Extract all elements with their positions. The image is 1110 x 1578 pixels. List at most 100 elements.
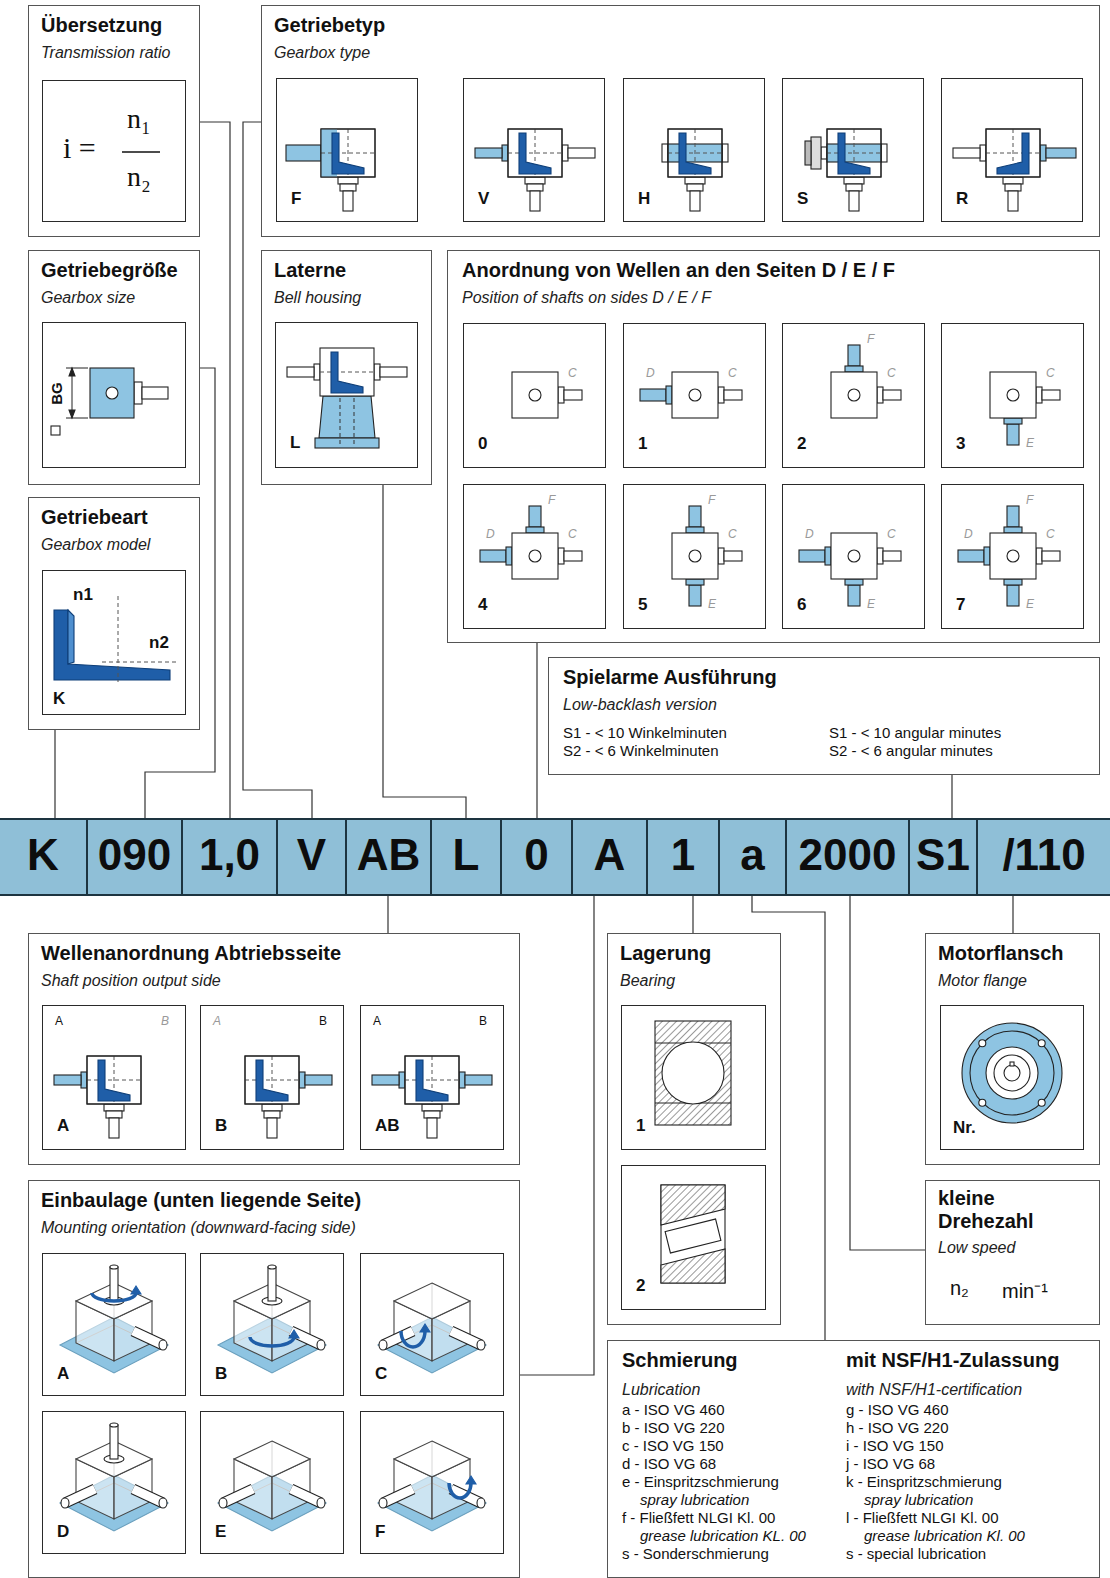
ball-bearing-icon-part <box>662 1042 724 1104</box>
option-box: L <box>275 322 418 468</box>
mounting-icon-part <box>110 1265 118 1269</box>
size-icon-part <box>66 368 88 369</box>
shaft-layout-icon-part <box>845 579 863 585</box>
code-field: S1 <box>910 818 978 896</box>
gearbox-icon-part <box>256 1060 288 1101</box>
box-label: F <box>375 1522 385 1542</box>
leader-line <box>692 896 693 933</box>
motor-flange-icon-part <box>1010 1062 1014 1066</box>
box-label: 6 <box>797 595 806 615</box>
list-item: d - ISO VG 68 <box>622 1455 716 1472</box>
gearbox-icon-part <box>527 184 543 191</box>
list-item: spray lubrication <box>864 1491 973 1508</box>
panel-subtitle: Gearbox type <box>274 44 370 62</box>
mounting-icon <box>218 1265 326 1373</box>
box-label: S <box>797 189 808 209</box>
code-field-text: K <box>0 830 86 880</box>
gearbox-icon-part <box>668 129 722 177</box>
shaft-layout-icon <box>958 506 1060 606</box>
option-box: 1 <box>621 1005 766 1150</box>
panel-heading: Laterne <box>274 259 346 282</box>
option-box: 2 <box>621 1165 766 1310</box>
gearbox-icon <box>475 129 595 211</box>
gearbox-icon-part <box>953 148 980 158</box>
shaft-layout-icon-part <box>640 389 666 401</box>
formula-text: i = <box>63 131 96 165</box>
code-field-text: L <box>432 830 500 880</box>
shaft-layout-icon-part <box>877 387 883 403</box>
bell-housing-icon-part <box>354 398 355 446</box>
panel-subtitle: Bell housing <box>274 289 361 307</box>
shaft-layout-icon-part <box>480 550 506 562</box>
mounting-icon <box>378 1283 486 1373</box>
side-letter: F <box>708 493 715 507</box>
shaft-layout-icon-part <box>686 527 704 533</box>
shaft-layout-icon-part <box>883 551 901 561</box>
leader-line <box>536 643 537 818</box>
list-item: i - ISO VG 150 <box>846 1437 944 1454</box>
gearbox-icon-part <box>459 1072 465 1088</box>
shaft-layout-icon-part <box>686 579 704 585</box>
box-label: 1 <box>636 1116 645 1136</box>
side-letter: D <box>646 366 655 380</box>
panel-subtitle: Transmission ratio <box>41 44 171 62</box>
gearbox-icon-part <box>427 1118 437 1138</box>
shaft-layout-icon-part <box>958 550 984 562</box>
shaft-layout-icon-part <box>831 533 877 579</box>
option-box: i =n₁n₂ <box>42 80 186 222</box>
code-field-text: A <box>573 830 646 880</box>
mounting-icon <box>60 1265 168 1373</box>
shaft-layout-icon-part <box>689 506 701 527</box>
shaft-layout-icon-part <box>1036 387 1042 403</box>
box-label: L <box>290 433 300 453</box>
size-icon-part <box>106 387 118 399</box>
gearbox-icon-part <box>849 191 859 211</box>
gearbox-icon-part <box>519 133 551 174</box>
option-box: DC1 <box>623 323 766 468</box>
gearbox-icon-part <box>299 1072 305 1088</box>
option-panel: ÜbersetzungTransmission ratio i =n₁n₂ <box>28 5 200 237</box>
gearbox-icon-part <box>827 129 881 177</box>
panel-subtitle: Shaft position output side <box>41 972 221 990</box>
code-field-text: V <box>278 830 345 880</box>
gearbox-icon-part <box>416 1060 448 1101</box>
code-field: V <box>278 818 347 896</box>
option-box: FDC7E <box>941 484 1084 629</box>
side-letter: E <box>867 597 875 611</box>
mounting-icon-part <box>268 1265 276 1269</box>
list-item: l - Fließfett NLGI Kl. 00 <box>846 1509 999 1526</box>
panel-heading: Motorflansch <box>938 942 1064 965</box>
gearbox-icon-part <box>87 1056 141 1104</box>
shaft-layout-icon <box>831 345 901 418</box>
panel-heading: Getriebetyp <box>274 14 385 37</box>
gearbox-icon-part <box>530 191 540 211</box>
list-item: j - ISO VG 68 <box>846 1455 935 1472</box>
side-letter: C <box>887 366 896 380</box>
size-icon-part <box>134 382 142 404</box>
size-icon-part <box>66 418 88 419</box>
shaft-layout-icon-part <box>689 389 701 401</box>
mounting-icon-part <box>420 1324 430 1332</box>
code-field: 1,0 <box>183 818 278 896</box>
gearbox-icon-part <box>722 144 728 162</box>
size-icon-part <box>69 368 75 376</box>
option-panel: GetriebegrößeGearbox sizeBG <box>28 250 200 485</box>
mounting-icon-part <box>65 1489 95 1503</box>
list-item: e - Einspritzschmierung <box>622 1473 779 1490</box>
gearbox-icon-part <box>668 129 722 177</box>
motor-flange-icon-part <box>962 1023 1062 1123</box>
side-letter: C <box>1046 366 1055 380</box>
mounting-icon-part <box>394 1283 470 1319</box>
panel-heading: Übersetzung <box>41 14 162 37</box>
side-letter: E <box>1026 597 1034 611</box>
gearbox-icon-part <box>338 177 358 184</box>
bell-housing-icon-part <box>315 438 379 448</box>
list-item: S1 - < 10 angular minutes <box>829 724 1001 741</box>
gearbox-icon-part <box>98 1060 130 1101</box>
mounting-icon-part <box>379 1498 387 1508</box>
option-box: FC5E <box>623 484 766 629</box>
code-field-text: 0 <box>502 830 571 880</box>
gearbox-icon-part <box>405 1056 459 1104</box>
shaft-layout-icon-part <box>799 550 825 562</box>
box-label: F <box>291 189 301 209</box>
